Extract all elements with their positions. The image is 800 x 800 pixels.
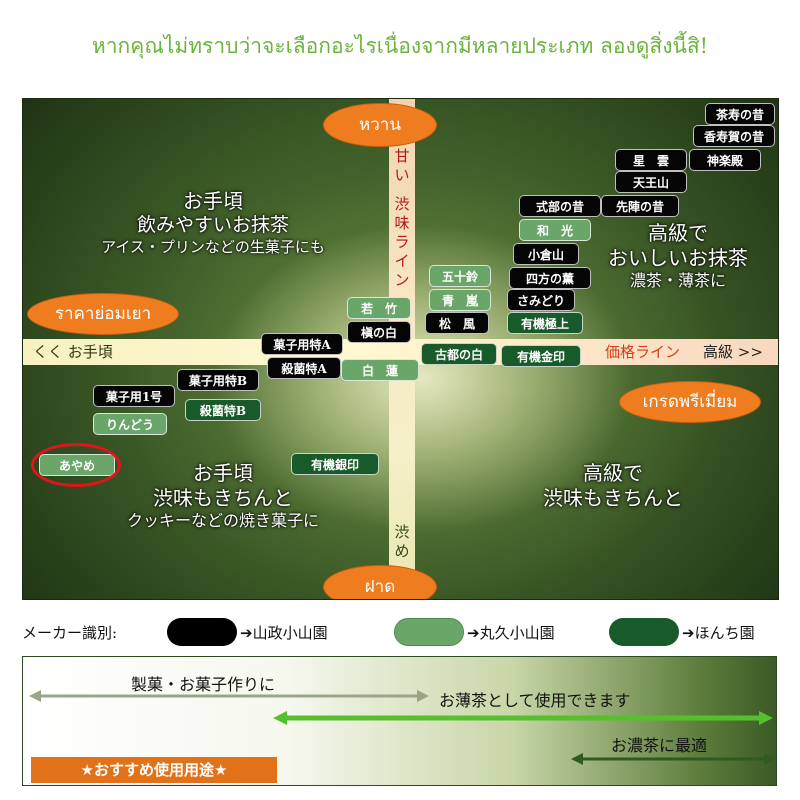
axis-pill-premium: เกรดพรีเมี่ยม (619, 381, 761, 423)
usage-row2-arrow (273, 711, 773, 725)
headline: หากคุณไม่ทราบว่าจะเลือกอะไรเนื่องจากมีหล… (91, 34, 709, 58)
tea-tag: 殺菌特A (267, 357, 341, 379)
legend-swatch-dark-green (609, 618, 679, 646)
usage-row1-arrow (29, 690, 429, 702)
tea-tag: 有機金印 (501, 345, 581, 367)
axis-pill-bitter: ฝาด (323, 565, 437, 599)
axis-pill-sweet: หวาน (323, 103, 437, 147)
vertical-axis-char: 味 (394, 214, 410, 232)
recommended-usage-badge: ★おすすめ使用用途★ (31, 757, 277, 783)
usage-panel: 製菓・お菓子作りに お薄茶として使用できます お濃茶に最適 ★おすすめ使用用途★ (22, 656, 777, 786)
vertical-axis-char: 甘 (394, 147, 410, 165)
vertical-axis-char: ラ (394, 233, 410, 251)
legend-title: メーカー識別: (22, 624, 118, 642)
vertical-axis-char: 渋 (394, 523, 410, 541)
tea-tag: りんどう (93, 413, 167, 435)
tea-tag: 古都の白 (421, 343, 497, 365)
tea-tag: 茶寿の昔 (705, 103, 775, 125)
quadrant-text-top-right: 高級で おいしいお抹茶 濃茶・薄茶に (608, 221, 748, 290)
highlight-ring (31, 443, 121, 487)
horizontal-axis-price-label: 価格ライン (605, 343, 681, 361)
tea-tag: 青 嵐 (429, 289, 491, 311)
tea-positioning-map: 甘い渋味ライン 渋め くく お手頃 価格ライン 高級 >> หวาน ฝาด ร… (22, 98, 779, 600)
tea-tag: 式部の昔 (519, 195, 601, 217)
tea-tag: 四方の薫 (509, 267, 591, 289)
vertical-axis-char: 渋 (394, 195, 410, 213)
usage-row2-label: お薄茶として使用できます (439, 691, 631, 710)
quadrant-text-bottom-right: 高級で 渋味もきちんと (543, 461, 683, 510)
tea-tag: 香寿賀の昔 (693, 125, 775, 147)
tea-tag: 槇の白 (347, 321, 411, 343)
vertical-axis-char: イ (394, 252, 410, 270)
tea-tag: 白 蓮 (341, 359, 419, 381)
legend-label-dark-green: ➔ほんち園 (682, 624, 755, 642)
tea-tag: 有機銀印 (291, 453, 379, 475)
vertical-axis-label-bottom: 渋め (389, 523, 415, 561)
tea-tag: 小倉山 (513, 243, 579, 265)
vertical-axis-char: い (394, 166, 410, 184)
vertical-axis-char: ン (394, 271, 410, 289)
quadrant-text-bottom-left: お手頃 渋味もきちんと クッキーなどの焼き菓子に (126, 461, 319, 530)
tea-tag: 先陣の昔 (601, 195, 679, 217)
quadrant-text-top-left: お手頃 飲みやすいお抹茶 アイス・プリンなどの生菓子にも (101, 189, 325, 256)
legend-label-light-green: ➔丸久小山園 (467, 624, 555, 642)
tea-tag: 神楽殿 (689, 149, 761, 171)
tea-tag: 天王山 (615, 171, 687, 193)
vertical-axis-label-top: 甘い渋味ライン (389, 147, 415, 290)
horizontal-axis-right-label: 高級 >> (703, 343, 763, 361)
maker-legend: メーカー識別: ➔山政小山園 ➔丸久小山園 ➔ほんち園 (22, 616, 782, 648)
vertical-axis-char: め (394, 542, 410, 560)
tea-tag: 殺菌特B (185, 399, 261, 421)
tea-tag: 若 竹 (347, 297, 411, 319)
tea-tag: さみどり (507, 289, 575, 311)
vertical-axis-char (389, 185, 415, 195)
usage-row3-label: お濃茶に最適 (611, 736, 708, 755)
tea-tag: 松 風 (425, 312, 489, 334)
usage-row3-arrow (571, 753, 776, 765)
legend-swatch-light-green (394, 618, 464, 646)
tea-tag: 菓子用特A (261, 333, 343, 355)
legend-swatch-black (167, 618, 237, 646)
tea-tag: 星 雲 (615, 149, 687, 171)
tea-tag: 五十鈴 (429, 265, 491, 287)
horizontal-axis-left-label: くく お手頃 (33, 343, 113, 361)
tea-tag: 菓子用1号 (93, 385, 175, 407)
tea-tag: 菓子用特B (177, 369, 259, 391)
tea-tag: 有機極上 (507, 312, 583, 334)
tea-tag: 和 光 (519, 219, 591, 241)
usage-row1-label: 製菓・お菓子作りに (131, 675, 276, 694)
legend-label-black: ➔山政小山園 (240, 624, 328, 642)
axis-pill-affordable: ราคาย่อมเยา (27, 293, 179, 335)
